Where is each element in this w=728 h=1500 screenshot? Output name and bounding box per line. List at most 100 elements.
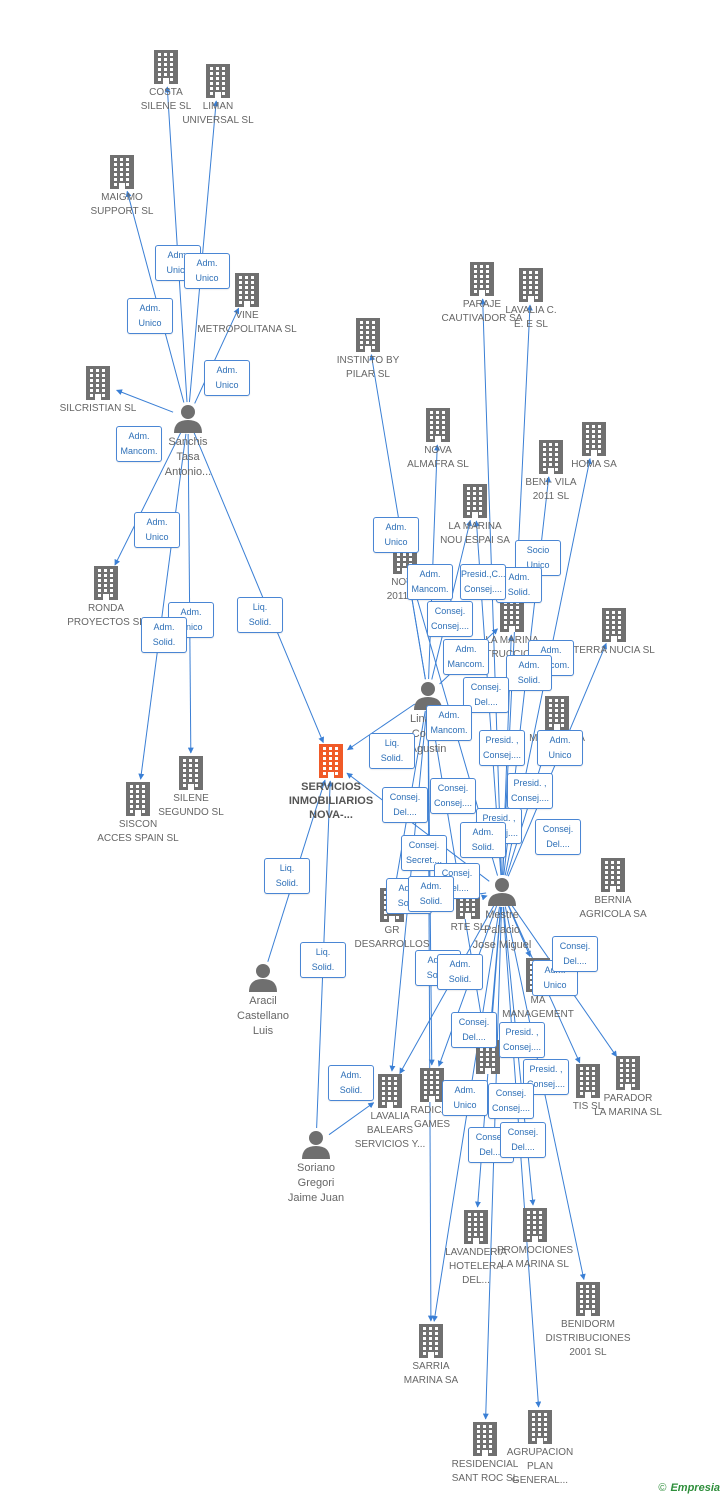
company-lavalia-cee[interactable]: LAVALIA C.E. E SL [461, 268, 601, 332]
role-badge[interactable]: Consej.Del.... [552, 936, 598, 972]
role-badge-line: Unico [195, 273, 219, 283]
role-badge[interactable]: Presid. ,Consej.... [523, 1059, 569, 1095]
role-badge[interactable]: Adm.Solid. [141, 617, 187, 653]
role-badge-line: Del.... [563, 956, 587, 966]
role-badge[interactable]: Adm.Unico [537, 730, 583, 766]
edge-sanchis-silcristian [116, 389, 174, 413]
role-badge[interactable]: Adm.Unico [184, 253, 230, 289]
person-icon [488, 878, 516, 906]
role-badge-line: Solid. [448, 974, 472, 984]
role-badge[interactable]: Adm.Unico [204, 360, 250, 396]
role-badge-line: Consej. [475, 1132, 507, 1142]
role-badge[interactable]: Consej.Del.... [451, 1012, 497, 1048]
role-badge[interactable]: Adm.Unico [442, 1080, 488, 1116]
building-icon [154, 50, 178, 84]
building-icon [206, 64, 230, 98]
building-icon [426, 408, 450, 442]
role-badge-line: Consej.... [482, 750, 522, 760]
role-badge[interactable]: Liq.Solid. [300, 942, 346, 978]
role-badge[interactable]: Presid. ,Consej.... [507, 773, 553, 809]
role-badge[interactable]: Adm.Mancom. [426, 705, 472, 741]
role-badge[interactable]: Liq.Solid. [264, 858, 310, 894]
role-badge[interactable]: Adm.Solid. [328, 1065, 374, 1101]
company-homa[interactable]: HOMA SA [524, 422, 664, 472]
role-badge[interactable]: Consej.Consej.... [430, 778, 476, 814]
role-badge-line: Mancom. [120, 446, 158, 456]
building-icon [576, 1282, 600, 1316]
role-badge[interactable]: Adm.Mancom. [116, 426, 162, 462]
role-badge[interactable]: Adm.Unico [127, 298, 173, 334]
role-badge[interactable]: Adm.Unico [134, 512, 180, 548]
company-tis[interactable]: TIS SL [518, 1064, 658, 1114]
role-badge[interactable]: Adm.Mancom. [407, 564, 453, 600]
role-badge[interactable]: Liq.Solid. [369, 733, 415, 769]
role-badge-line: Adm. [549, 735, 571, 745]
role-badge-line: Unico [179, 622, 203, 632]
role-badge-line: Del.... [474, 697, 498, 707]
building-icon [420, 1068, 444, 1102]
role-badge[interactable]: Presid. ,Consej.... [479, 730, 525, 766]
role-badge[interactable]: Consej.Consej.... [488, 1083, 534, 1119]
edge-soriano-lavaliab [328, 1102, 375, 1136]
footer-brand[interactable]: ©Empresia [658, 1482, 720, 1494]
role-badge-line: Liq. [279, 863, 295, 873]
role-badge[interactable]: Consej.Del.... [382, 787, 428, 823]
role-badge[interactable]: Adm.Unico [373, 517, 419, 553]
role-badge[interactable]: Adm.Solid. [460, 822, 506, 858]
role-badge-line: Presid. , [505, 1027, 539, 1037]
person-linares-cortes[interactable]: LinaresCortesAgustin [358, 680, 498, 757]
role-badge-line: Secret.... [405, 855, 442, 865]
role-badge[interactable]: Adm.Mancom. [443, 639, 489, 675]
role-badge[interactable]: Adm.Solid. [506, 655, 552, 691]
role-badge[interactable]: Consej.Del.... [535, 819, 581, 855]
role-badge[interactable]: Adm.Solid. [408, 876, 454, 912]
role-badge[interactable]: Presid.,C...Consej.... [460, 564, 506, 600]
role-badge-line: Adm. [139, 303, 161, 313]
building-icon [356, 318, 380, 352]
role-badge[interactable]: Presid. ,Consej.... [499, 1022, 545, 1058]
edge-mestre-mamana [507, 905, 531, 958]
role-badge[interactable]: Consej.Del.... [500, 1122, 546, 1158]
role-badge[interactable]: Liq.Solid. [237, 597, 283, 633]
role-badge[interactable]: Adm.Solid. [437, 954, 483, 990]
building-icon [464, 1210, 488, 1244]
company-label: HOMA SA [571, 459, 617, 470]
company-terra-nucia[interactable]: TERRA NUCIA SL [544, 608, 684, 658]
role-badge[interactable]: Consej.Secret.... [401, 835, 447, 871]
company-silcristian[interactable]: SILCRISTIAN SL [28, 366, 168, 416]
role-badge[interactable]: Consej.Consej.... [427, 601, 473, 637]
